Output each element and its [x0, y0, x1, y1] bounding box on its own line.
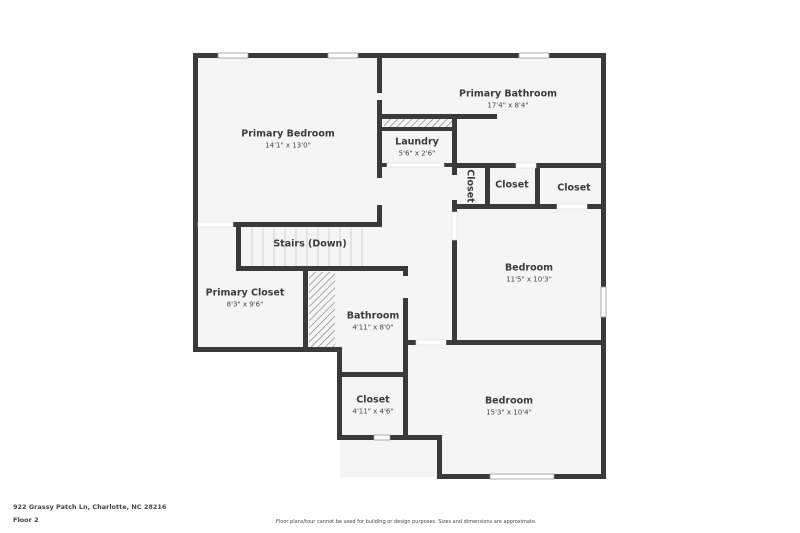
address-text: 922 Grassy Patch Ln, Charlotte, NC 28216: [13, 503, 167, 511]
room-bedroom-1: Bedroom 11'5" x 10'3": [505, 263, 553, 284]
room-name: Closet: [356, 394, 390, 406]
room-closet-lower: Closet 4'11" x 4'6": [352, 395, 393, 416]
hatch-chase: [309, 272, 335, 349]
room-primary-bathroom: Primary Bathroom 17'4" x 8'4": [459, 89, 557, 110]
room-primary-bedroom: Primary Bedroom 14'1" x 13'0": [241, 129, 335, 150]
room-bedroom-2: Bedroom 15'3" x 10'4": [485, 396, 533, 417]
walls: [193, 53, 606, 479]
room-closet-vertical: Closet: [465, 169, 476, 202]
room-dimensions: 11'5" x 10'3": [506, 275, 552, 284]
room-name: Primary Bathroom: [459, 88, 557, 100]
room-dimensions: 17'4" x 8'4": [487, 101, 529, 110]
door-openings: [197, 162, 588, 346]
room-dimensions: 5'6" x 2'6": [398, 149, 436, 158]
room-name: Bedroom: [484, 395, 534, 407]
room-closet-right: Closet: [557, 183, 590, 194]
room-name: Laundry: [395, 136, 439, 148]
room-dimensions: 14'1" x 13'0": [265, 141, 311, 150]
hatch-laundry-top: [384, 118, 455, 128]
windows: [217, 52, 607, 480]
floor-label: Floor 2: [13, 516, 39, 524]
room-name: Bedroom: [504, 262, 554, 274]
room-name: Closet: [464, 169, 476, 203]
room-dimensions: 8'3" x 9'6": [226, 300, 264, 309]
room-stairs: Stairs (Down): [273, 239, 346, 250]
room-dimensions: 4'11" x 4'6": [352, 407, 394, 416]
room-name: Bathroom: [346, 310, 400, 322]
room-bathroom: Bathroom 4'11" x 8'0": [347, 311, 400, 332]
room-name: Primary Bedroom: [241, 128, 335, 140]
room-laundry: Laundry 5'6" x 2'6": [395, 137, 439, 158]
room-name: Primary Closet: [205, 287, 285, 299]
room-name: Closet: [557, 182, 591, 194]
room-dimensions: 4'11" x 8'0": [352, 323, 394, 332]
room-primary-closet: Primary Closet 8'3" x 9'6": [206, 288, 285, 309]
disclaimer-text: Floor plans/tour cannot be used for buil…: [276, 519, 537, 525]
room-dimensions: 15'3" x 10'4": [486, 408, 532, 417]
room-closet-mid: Closet: [495, 180, 528, 191]
stairs-treads: [251, 228, 363, 266]
room-name: Stairs (Down): [273, 238, 347, 250]
room-name: Closet: [495, 179, 529, 191]
